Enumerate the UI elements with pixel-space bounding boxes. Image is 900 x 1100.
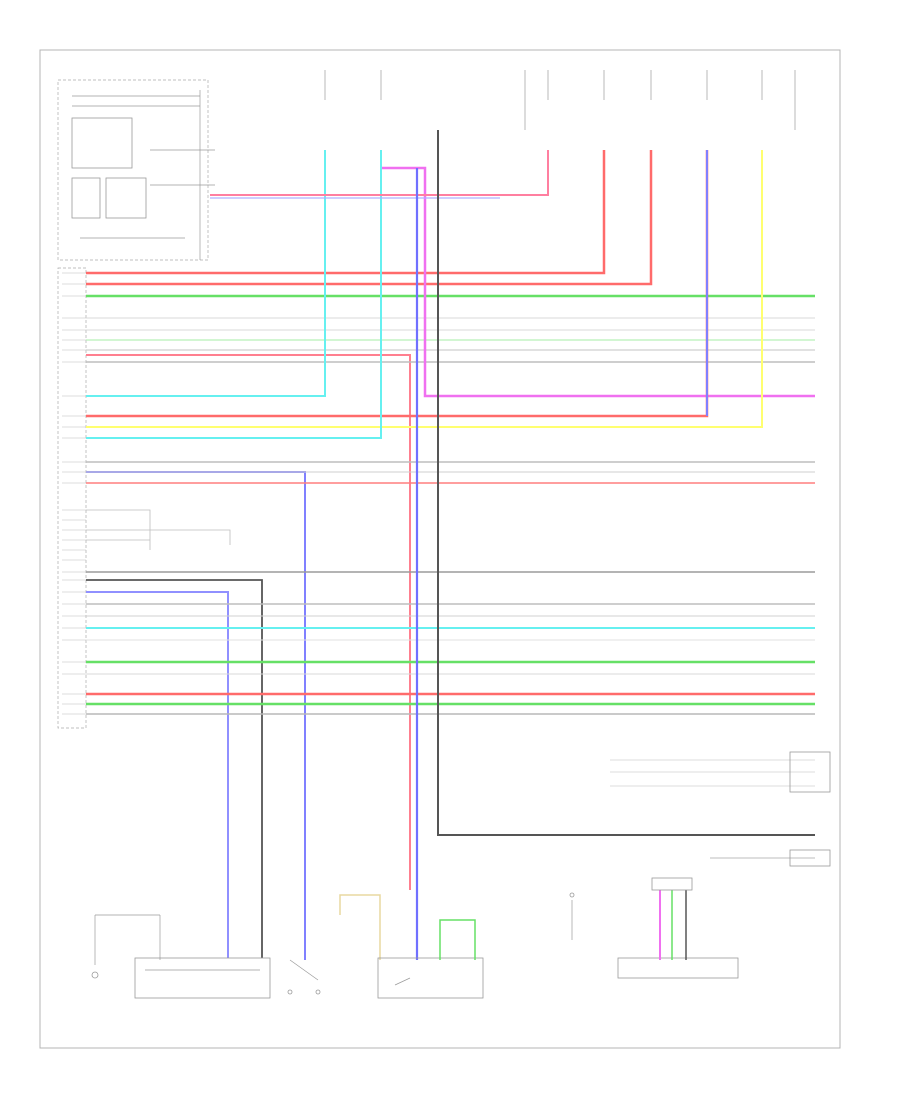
diagram-frame — [39, 49, 841, 1049]
fuse-box-a — [71, 177, 101, 219]
wire-yellow-1 — [86, 150, 763, 428]
control-module-outline — [57, 267, 87, 729]
relay-box — [71, 117, 133, 169]
wire-tan — [339, 894, 381, 960]
wire-red-1 — [86, 150, 606, 275]
wire-dark-2 — [437, 130, 815, 836]
side-harness — [86, 509, 231, 550]
module-box-left — [134, 957, 271, 999]
wire-cyan-2 — [86, 150, 382, 439]
fuse-box-b — [105, 177, 147, 219]
wire-green-bottom — [439, 919, 476, 960]
wire-magenta-1 — [381, 166, 815, 398]
wire-blue-1 — [86, 471, 306, 960]
wire-group — [86, 130, 815, 960]
wire-pink-2 — [210, 150, 549, 196]
sensor-box-right — [617, 957, 739, 979]
wire-blue-2 — [86, 591, 229, 958]
wire-dark-1 — [86, 579, 263, 958]
wire-red-2 — [86, 150, 653, 286]
module-box-center — [377, 957, 484, 999]
pin-ticks — [62, 272, 86, 715]
wire-cyan-1 — [86, 150, 326, 397]
top-connectors — [324, 70, 796, 130]
wire-pink-1 — [86, 354, 411, 890]
junction-block-outline — [57, 79, 209, 261]
bottom-components — [91, 751, 831, 999]
